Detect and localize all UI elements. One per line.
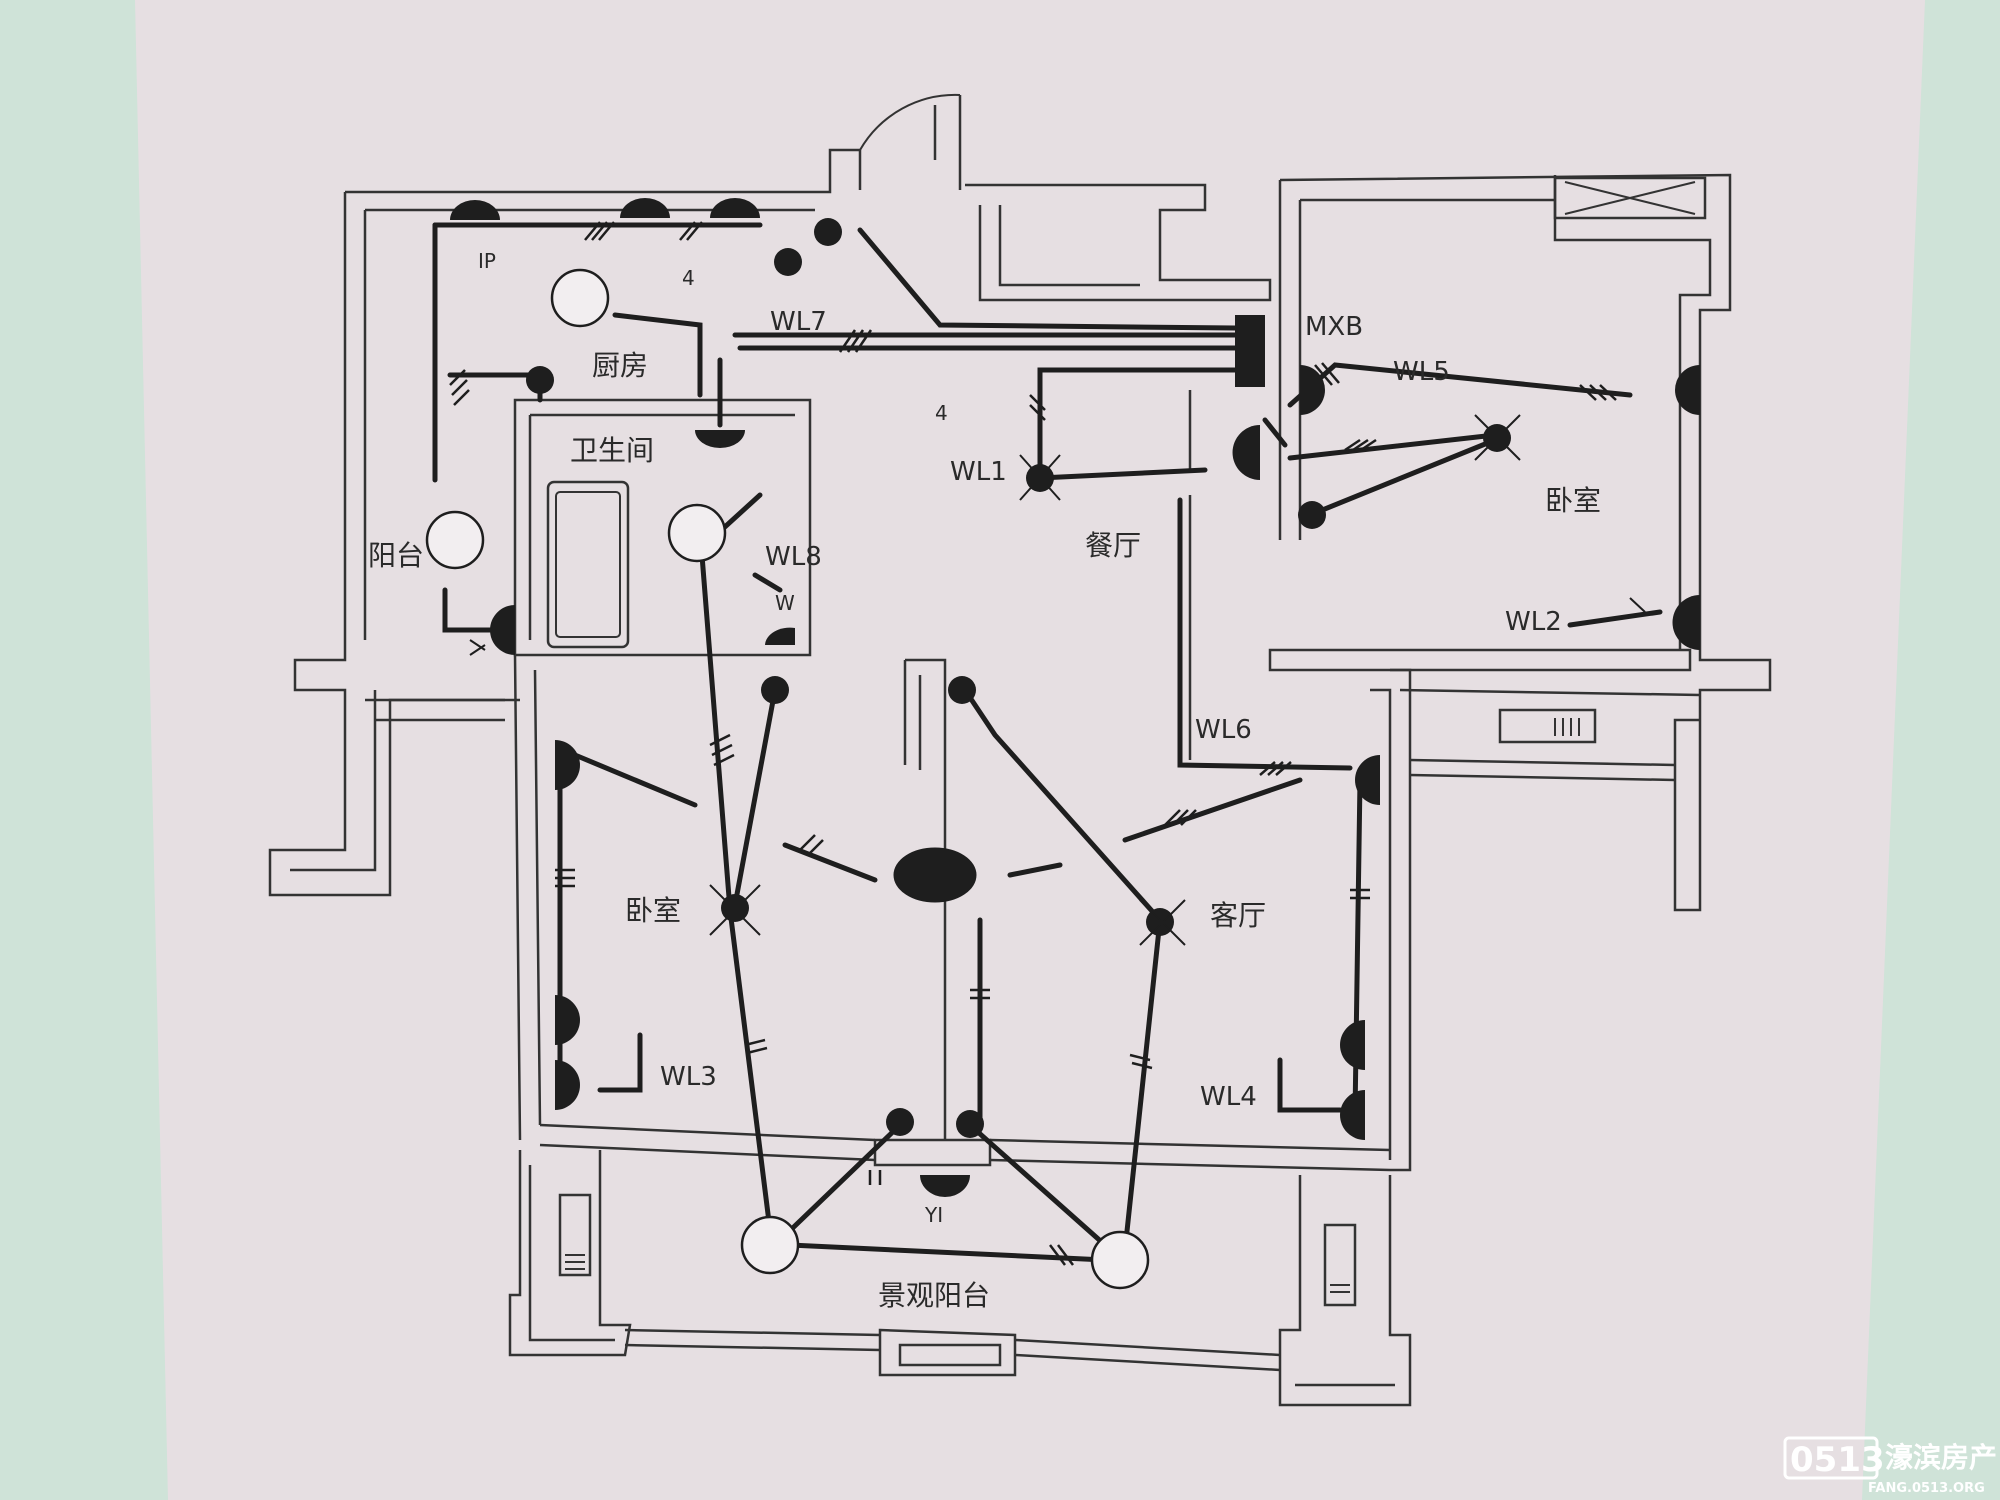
watermark-logo-box [1783,1436,1879,1480]
wire-ticks [449,221,1617,1266]
air-conditioner-icon [1498,708,1597,744]
ceiling-light-icon [425,268,1150,1290]
circuit-label-wl8: WL8 [765,542,822,572]
circuit-label-wl6: WL6 [1195,715,1252,745]
circuit-label-wl2: WL2 [1505,607,1562,637]
circuit-label-wl3: WL3 [660,1062,717,1092]
watermark-url: FANG.0513.ORG [1868,1481,1985,1496]
circuit-label-wl4: WL4 [1200,1082,1257,1112]
wall-lamp-icon [695,430,977,903]
wall-lamp-icon [450,198,1700,1197]
room-label-bedroom-left: 卧室 [625,894,681,927]
room-label-bathroom: 卫生间 [570,434,654,467]
room-label-bedroom-right: 卧室 [1545,484,1601,517]
room-label-dining: 餐厅 [1085,529,1141,562]
watermark-name: 濠滨房产 [1885,1441,1997,1474]
mark-four-dining: 4 [935,401,948,425]
mark-w: W [775,591,795,615]
mark-four-kitchen: 4 [682,266,695,290]
mark-yi: YI [924,1203,943,1227]
circuit-label-wl7: WL7 [770,307,827,337]
room-label-balcony: 阳台 [368,539,424,572]
room-label-living: 客厅 [1210,899,1266,932]
distribution-panel-icon [1235,315,1265,387]
circuit-label-wl1: WL1 [950,457,1007,487]
paper-sheet [135,0,1925,1500]
walls [268,93,1772,1407]
room-label-kitchen: 厨房 [592,349,648,382]
room-label-view-balcony: 景观阳台 [878,1279,990,1312]
watermark-logo: 0513 [1790,1440,1885,1480]
panel-label: MXB [1305,312,1363,342]
circuit-label-wl5: WL5 [1393,357,1450,387]
watermark: 0513 濠滨房产 FANG.0513.ORG [1783,1436,1997,1496]
fixture-marks [469,414,1646,946]
mark-ip: IP [478,249,496,273]
bathtub-icon [546,480,630,649]
